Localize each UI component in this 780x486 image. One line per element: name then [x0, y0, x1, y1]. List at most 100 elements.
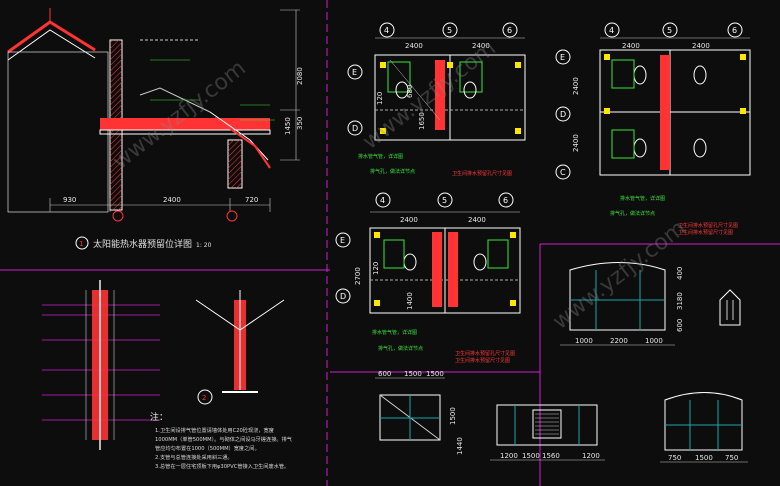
detail-title-scale: 1: 20 [196, 242, 212, 249]
detail-mark-2: 2 [202, 394, 206, 402]
axis-4-plan-a [379, 22, 395, 38]
axis-5-plan-b [662, 22, 678, 38]
dim-plan-c-side-4: 1400 [406, 292, 414, 310]
axis-4-plan-c [375, 192, 391, 208]
solar-heater-section [7, 8, 300, 222]
plan-b-annotation-3: 卫生间排水预留孔尺寸见图 [678, 222, 738, 229]
dim-left-bottom-3: 720 [245, 196, 258, 204]
bathroom-plan-c [369, 211, 521, 314]
notes-line-5: 3.总管在一层住宅顶板下用φ30PVC管接入卫生间废水管。 [155, 462, 289, 470]
plan-c-annotation-2: 排气孔，做法详节点 [378, 345, 423, 352]
axis-c-plan-b [555, 164, 571, 180]
dim-win-a-2: 2200 [610, 337, 628, 345]
axis-c-plan-b-label: C [560, 168, 566, 177]
notes-line-3: 管应均匀布置在1000（500MM）宽度之间。 [155, 444, 260, 452]
axis-d-plan-b [555, 106, 571, 122]
dim-win-b-top-2: 1500 [404, 370, 422, 378]
dim-plan-a-side-2: 680 [406, 85, 414, 98]
dim-win-d-2: 1500 [695, 454, 713, 462]
dim-win-a-side-1: 400 [676, 267, 684, 280]
notes-line-2: 1000MM（单管500MM）。与砌体之间设马牙槎连接。排气 [155, 435, 292, 443]
dim-win-a-side-2: 3180 [676, 292, 684, 310]
detail-index-number: 1 [79, 240, 83, 248]
detail-title: 太阳能热水器预留位详图 [93, 238, 192, 250]
axis-5-plan-a-label: 5 [447, 26, 452, 35]
dim-plan-b-side-2: 2400 [572, 134, 580, 152]
plan-b-annotation-1: 排水管气管，详详图 [620, 195, 665, 202]
axis-4-plan-c-label: 4 [380, 196, 385, 205]
dim-plan-a-top-2: 2400 [472, 42, 490, 50]
axis-e-plan-c-label: E [340, 236, 345, 245]
dim-win-a-3: 1000 [645, 337, 663, 345]
plan-a-annotation-1: 排水管气管，详详图 [358, 153, 403, 160]
notes-heading: 注： [150, 411, 168, 423]
bathroom-plan-b [599, 37, 751, 176]
dim-plan-c-top-1: 2400 [400, 216, 418, 224]
plan-c-annotation-4: 卫生间排水预留尺寸见图 [455, 357, 510, 364]
dim-plan-a-side-5: 1650 [418, 112, 426, 130]
axis-4-plan-a-label: 4 [384, 26, 389, 35]
axis-6-plan-b-label: 6 [732, 26, 737, 35]
axis-6-plan-c [498, 192, 514, 208]
window-elevation-a [560, 262, 741, 346]
axis-6-plan-b [727, 22, 743, 38]
axis-d-plan-a [347, 120, 363, 136]
dim-win-b-side-1: 1500 [449, 407, 457, 425]
dim-win-c-4: 1200 [582, 452, 600, 460]
window-elevation-d [660, 392, 748, 463]
plan-a-annotation-3: 卫生间排水预留孔尺寸见图 [452, 170, 512, 177]
dim-win-b-top-3: 1500 [426, 370, 444, 378]
dim-plan-c-side-3: 120 [372, 262, 380, 275]
axis-d-plan-c [335, 288, 351, 304]
dim-left-right-1: 2080 [296, 67, 304, 85]
axis-d-plan-c-label: D [340, 292, 346, 301]
dim-plan-c-top-2: 2400 [468, 216, 486, 224]
dim-win-a-1: 1000 [575, 337, 593, 345]
window-elevation-c [490, 404, 605, 461]
dim-win-b-side-2: 1440 [456, 437, 464, 455]
dim-left-right-3: 350 [296, 117, 304, 130]
axis-e-plan-b-label: E [560, 53, 565, 62]
dim-plan-a-top-1: 2400 [405, 42, 423, 50]
axis-d-plan-a-label: D [352, 124, 358, 133]
dim-win-d-3: 750 [725, 454, 738, 462]
axis-6-plan-a-label: 6 [507, 26, 512, 35]
plan-a-annotation-2: 排气孔，做法详节点 [370, 168, 415, 175]
plan-c-annotation-1: 排水管气管，详详图 [372, 329, 417, 336]
axis-5-plan-c [437, 192, 453, 208]
axis-6-plan-a [502, 22, 518, 38]
dim-plan-b-top-2: 2400 [692, 42, 710, 50]
plan-b-annotation-2: 排气孔，做法详节点 [610, 210, 655, 217]
axis-6-plan-c-label: 6 [503, 196, 508, 205]
axis-d-plan-b-label: D [560, 110, 566, 119]
dim-win-d-1: 750 [668, 454, 681, 462]
axis-5-plan-b-label: 5 [667, 26, 672, 35]
axis-e-plan-b [555, 49, 571, 65]
dim-win-c-3: 1560 [542, 452, 560, 460]
axis-4-plan-b-label: 4 [609, 26, 614, 35]
notes-line-1: 1.卫生间设排气管位置请墙体处用C20砼现浇，宽度 [155, 426, 274, 434]
dim-plan-b-top-1: 2400 [622, 42, 640, 50]
notes-line-4: 2.支管与总管连接处采用斜三通。 [155, 453, 233, 461]
window-elevation-b [375, 377, 445, 441]
plan-c-annotation-3: 卫生间排水预留孔尺寸见图 [455, 350, 515, 357]
dim-win-c-1: 1200 [500, 452, 518, 460]
axis-e-plan-a-label: E [352, 68, 357, 77]
dim-left-right-4: 1450 [284, 117, 292, 135]
dim-win-c-2: 1500 [522, 452, 540, 460]
axis-e-plan-c [335, 232, 351, 248]
dim-win-b-top-1: 600 [378, 370, 391, 378]
dim-plan-c-side-1: 2700 [354, 267, 362, 285]
plan-b-annotation-4: 卫生间排水预留尺寸见图 [678, 229, 733, 236]
dim-left-bottom-2: 2400 [163, 196, 181, 204]
dim-left-bottom-1: 930 [63, 196, 76, 204]
axis-e-plan-a [347, 64, 363, 80]
axis-5-plan-c-label: 5 [442, 196, 447, 205]
dim-plan-a-side-1: 120 [376, 92, 384, 105]
axis-4-plan-b [604, 22, 620, 38]
dim-win-a-side-3: 600 [676, 319, 684, 332]
dim-plan-b-side-1: 2400 [572, 77, 580, 95]
axis-5-plan-a [442, 22, 458, 38]
